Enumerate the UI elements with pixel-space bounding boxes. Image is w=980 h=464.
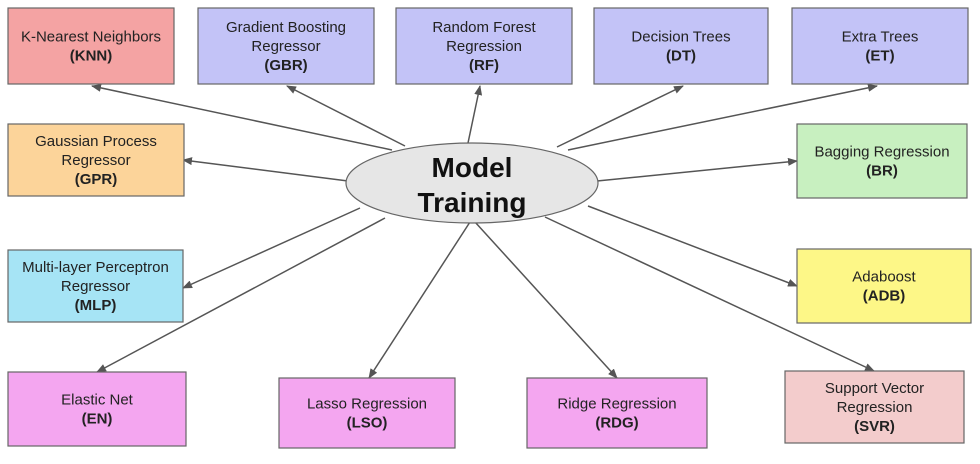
node-label-br: Bagging Regression [814,144,949,161]
node-abbr-dt: (DT) [666,48,696,65]
node-rdg: Ridge Regression (RDG) [526,377,708,449]
node-label-adb: Adaboost [852,269,916,286]
node-label-rf: Random Forest [432,19,536,36]
edges-layer [91,83,878,379]
node-abbr-adb: (ADB) [863,288,906,305]
node-en: Elastic Net (EN) [7,371,187,447]
node-knn: K-Nearest Neighbors (KNN) [7,7,175,85]
node-label-knn: K-Nearest Neighbors [21,29,161,46]
node-box-gbr [197,7,375,85]
node-abbr-gpr: (GPR) [75,171,118,188]
arrow-to-rdg [474,221,618,379]
hub-label: Training [418,187,527,218]
arrow-to-lso [368,221,471,379]
arrow-to-et [567,83,878,151]
node-label-mlp: Regressor [61,278,130,295]
node-label-gpr: Regressor [61,152,130,169]
node-box-br [796,123,968,199]
node-box-knn [7,7,175,85]
nodes-layer: K-Nearest Neighbors (KNN) Gradient Boostin… [7,7,972,449]
node-label-svr: Support Vector [825,380,924,397]
node-abbr-rf: (RF) [469,57,499,74]
node-abbr-svr: (SVR) [854,418,895,435]
arrow-to-mlp [182,207,361,289]
node-label-svr: Regression [837,399,913,416]
node-box-en [7,371,187,447]
node-box-gpr [7,123,185,197]
node-box-rdg [526,377,708,449]
node-box-adb [796,248,972,324]
arrow-to-adb [587,205,798,287]
node-label-lso: Lasso Regression [307,396,427,413]
node-label-rf: Regression [446,38,522,55]
hub-label: Model [432,152,513,183]
node-abbr-en: (EN) [82,411,113,428]
node-abbr-et: (ET) [865,48,894,65]
hub-ellipse [345,142,599,224]
node-box-lso [278,377,456,449]
node-lso: Lasso Regression (LSO) [278,377,456,449]
arrow-to-en [96,217,386,373]
node-br: Bagging Regression (BR) [796,123,968,199]
arrow-to-dt [556,85,684,148]
node-label-rdg: Ridge Regression [557,396,676,413]
node-box-mlp [7,249,184,323]
node-abbr-knn: (KNN) [70,48,113,65]
node-adb: Adaboost (ADB) [796,248,972,324]
node-label-gpr: Gaussian Process [35,133,157,150]
node-dt: Decision Trees (DT) [593,7,769,85]
node-box-rf [395,7,573,85]
node-et: Extra Trees (ET) [791,7,969,85]
node-label-en: Elastic Net [61,392,134,409]
arrow-to-knn [91,83,393,151]
node-abbr-mlp: (MLP) [75,297,117,314]
node-label-et: Extra Trees [842,29,919,46]
arrow-to-gpr [182,157,349,182]
arrow-to-gbr [286,85,406,147]
node-abbr-lso: (LSO) [347,415,388,432]
node-abbr-gbr: (GBR) [264,57,307,74]
node-box-dt [593,7,769,85]
node-label-mlp: Multi-layer Perceptron [22,259,169,276]
node-abbr-br: (BR) [866,163,898,180]
node-box-et [791,7,969,85]
node-label-dt: Decision Trees [631,29,730,46]
arrow-to-svr [544,216,875,372]
node-label-gbr: Gradient Boosting [226,19,346,36]
arrow-to-rf [467,85,483,144]
node-box-svr [784,370,965,444]
node-abbr-rdg: (RDG) [595,415,638,432]
arrow-to-br [596,157,798,182]
node-label-gbr: Regressor [251,38,320,55]
